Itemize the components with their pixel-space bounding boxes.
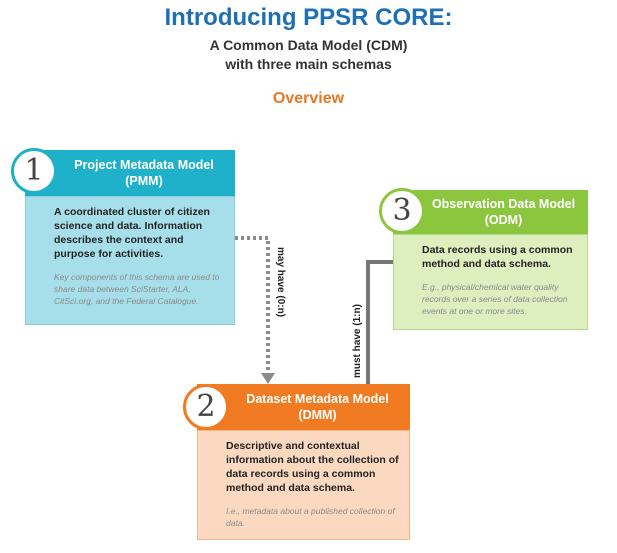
pmm-dmm-label: may have (0:n) — [275, 247, 286, 317]
subtitle-line-1: A Common Data Model (CDM) — [209, 37, 408, 53]
subtitle-line-2: with three main schemas — [225, 56, 392, 72]
pmm-dmm-arrowhead — [261, 373, 275, 384]
dmm-card-header: Dataset Metadata Model (DMM) — [197, 384, 410, 430]
pmm-title-line-2: (PMM) — [125, 174, 163, 188]
odm-card-body: Data records using a common method and d… — [393, 234, 588, 330]
odm-card: Observation Data Model (ODM) Data record… — [379, 188, 588, 330]
dmm-description: Descriptive and contextual information a… — [226, 440, 399, 494]
dmm-card-body: Descriptive and contextual information a… — [197, 430, 410, 540]
dmm-odm-connector — [366, 260, 404, 384]
pmm-dmm-connector — [235, 236, 270, 374]
pmm-card-body: A coordinated cluster of citizen science… — [25, 196, 235, 325]
page-title: Introducing PPSR CORE: — [164, 4, 453, 31]
dmm-card: Dataset Metadata Model (DMM) Descriptive… — [183, 384, 410, 540]
odm-title-line-2: (ODM) — [484, 213, 523, 227]
odm-description: Data records using a common method and d… — [422, 244, 573, 270]
odm-card-header: Observation Data Model (ODM) — [393, 190, 588, 234]
pmm-description: A coordinated cluster of citizen science… — [54, 206, 210, 260]
dmm-note: I.e., metadata about a published collect… — [226, 506, 395, 528]
dmm-title-line-1: Dataset Metadata Model — [246, 392, 389, 406]
dmm-title-line-2: (DMM) — [298, 408, 337, 422]
pmm-number-badge: 1 — [11, 148, 57, 194]
overview-heading: Overview — [272, 90, 345, 107]
dmm-number-badge: 2 — [183, 384, 229, 430]
pmm-card-header: Project Metadata Model (PMM) — [25, 150, 235, 196]
pmm-title-line-1: Project Metadata Model — [74, 158, 214, 172]
odm-number-badge: 3 — [379, 188, 425, 234]
dmm-odm-label: must have (1:n) — [352, 304, 363, 378]
pmm-note: Key components of this schema are used t… — [54, 272, 220, 306]
odm-title-line-1: Observation Data Model — [431, 197, 576, 211]
pmm-card: Project Metadata Model (PMM) A coordinat… — [11, 148, 235, 325]
odm-note: E.g., physical/chemical water quality re… — [422, 282, 568, 316]
